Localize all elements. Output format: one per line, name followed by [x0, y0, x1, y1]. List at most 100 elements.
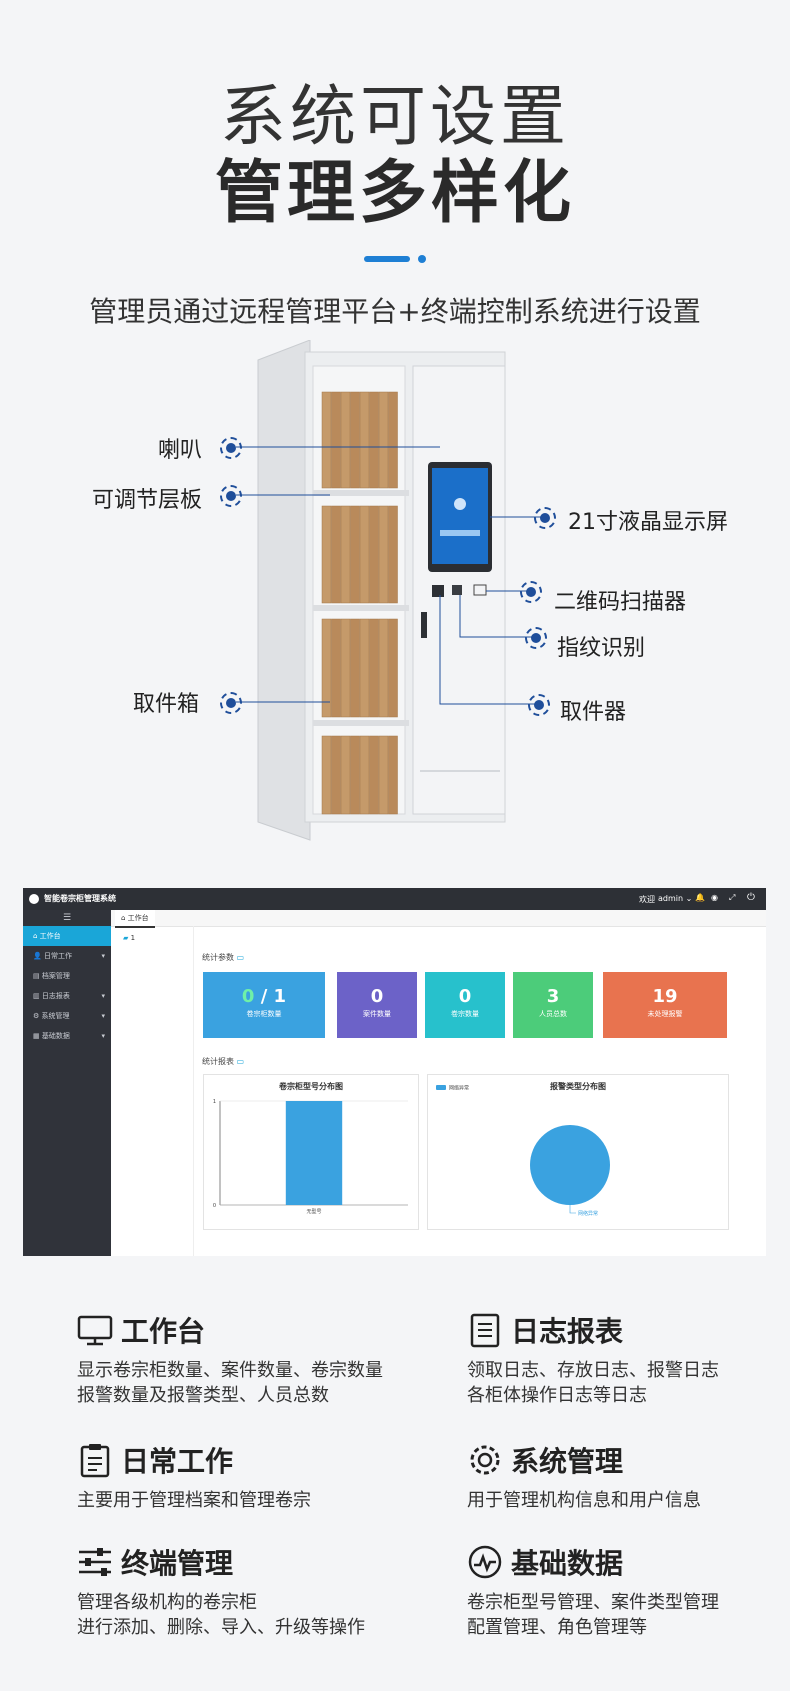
- feature-description-line: 配置管理、角色管理等: [467, 1617, 647, 1638]
- bar-chart-title: 卷宗柜型号分布图: [279, 1082, 343, 1091]
- user-name: admin: [658, 894, 684, 903]
- fullscreen-icon[interactable]: ⤢: [729, 893, 736, 902]
- chart-icon: ▭: [236, 953, 245, 962]
- stat-value: 0: [337, 986, 417, 1007]
- tab-workbench[interactable]: ⌂ 工作台: [115, 910, 155, 928]
- feature-description: 领取日志、存放日志、报警日志各柜体操作日志等日志: [467, 1358, 719, 1408]
- folder: [340, 735, 351, 815]
- app-title: 智能卷宗柜管理系统: [44, 894, 116, 903]
- sidebar-item-4[interactable]: ⚙ 系统管理▾: [23, 1006, 111, 1026]
- sidebar-item-label: 系统管理: [41, 1012, 70, 1020]
- slice-leader-line: [569, 1205, 576, 1214]
- stat-label: 案件数量: [363, 1010, 391, 1018]
- folder: [350, 391, 360, 489]
- pulse-icon: [468, 1545, 502, 1579]
- app-logo-icon: [29, 894, 39, 904]
- marker-shelf: [220, 485, 242, 507]
- report-title: 统计报表 ▭: [202, 1057, 245, 1066]
- folder: [331, 505, 341, 604]
- marker-box: [220, 692, 242, 714]
- feature-title: 终端管理: [121, 1547, 234, 1580]
- sidebar-item-2[interactable]: ▤ 档案管理: [23, 966, 111, 986]
- pie-chart-panel: 报警类型分布图 网络异常网络异常: [427, 1074, 729, 1230]
- folder: [378, 735, 389, 815]
- sidebar-item-1[interactable]: 👤 日常工作▾: [23, 946, 111, 966]
- folder: [331, 735, 341, 815]
- sidebar-item-label: 基础数据: [41, 1032, 70, 1040]
- power-icon[interactable]: ⏻: [747, 892, 755, 903]
- file-folders: [321, 391, 398, 815]
- marker-screen: [534, 507, 556, 529]
- stat-label: 未处理报警: [647, 1010, 683, 1018]
- feature-title: 日常工作: [121, 1445, 234, 1478]
- stat-label: 人员总数: [539, 1010, 567, 1018]
- stat-card[interactable]: 3 人员总数: [513, 972, 593, 1038]
- user-menu[interactable]: admin ⌄: [658, 894, 692, 903]
- y-tick-label: 1: [213, 1099, 216, 1105]
- palette-icon[interactable]: ◉: [711, 893, 718, 902]
- menu-toggle-icon[interactable]: ☰: [62, 913, 72, 923]
- hero-title-line2: 管理多样化: [214, 154, 575, 233]
- database-icon: ▦: [33, 1032, 42, 1040]
- feature-description: 用于管理机构信息和用户信息: [467, 1488, 701, 1513]
- sidebar-item-label: 日志报表: [41, 992, 70, 1000]
- stat-value-main: 3: [546, 986, 560, 1007]
- tree-item[interactable]: ▰ 1: [123, 934, 135, 942]
- hero-title-line1: 系统可设置: [220, 78, 570, 155]
- stat-value: 3: [513, 986, 593, 1007]
- sidebar-item-label: 工作台: [39, 932, 61, 940]
- folder: [388, 618, 398, 718]
- bar[interactable]: [285, 1101, 343, 1205]
- feature-title: 日志报表: [511, 1315, 624, 1348]
- feature-description-line: 各柜体操作日志等日志: [467, 1385, 647, 1406]
- marker-qr: [520, 581, 542, 603]
- feature-title: 系统管理: [511, 1445, 624, 1478]
- folder-icon: ▰: [123, 934, 129, 942]
- folder: [321, 505, 332, 604]
- chevron-down-icon: ▾: [101, 1012, 105, 1020]
- admin-app-window: 智能卷宗柜管理系统 欢迎 admin ⌄ 🔔 ◉ ⤢ ⏻ ☰ ⌂ 工作台👤 日常…: [23, 888, 766, 1256]
- stat-value-main: 0: [458, 986, 472, 1007]
- folder: [321, 618, 332, 718]
- legend-label: 网络异常: [449, 1085, 469, 1092]
- hero-subtitle: 管理员通过远程管理平台+终端控制系统进行设置: [89, 295, 701, 328]
- feature-description: 主要用于管理档案和管理卷宗: [77, 1488, 311, 1513]
- label-screen: 21寸液晶显示屏: [568, 510, 728, 535]
- bell-icon[interactable]: 🔔: [695, 893, 705, 902]
- folder: [350, 618, 360, 718]
- stat-value: 19: [603, 986, 727, 1007]
- label-shelf: 可调节层板: [92, 488, 203, 513]
- pie-slice[interactable]: [530, 1125, 610, 1205]
- sidebar-item-5[interactable]: ▦ 基础数据 ▾: [23, 1026, 111, 1046]
- tab-workbench-label: 工作台: [127, 914, 149, 922]
- sidebar-menu: ⌂ 工作台👤 日常工作▾▤ 档案管理▥ 日志报表▾⚙ 系统管理▾▦ 基础数据▾: [23, 926, 111, 1046]
- marker-fingerprint: [525, 627, 547, 649]
- tree-item-label: 1: [130, 934, 136, 942]
- chevron-down-icon: ▾: [101, 1032, 105, 1040]
- sidebar-item-0[interactable]: ⌂ 工作台: [23, 926, 111, 946]
- stat-card[interactable]: 0 案件数量: [337, 972, 417, 1038]
- folder: [369, 735, 379, 815]
- folder: [359, 391, 370, 489]
- label-qr: 二维码扫描器: [554, 590, 687, 615]
- folder: [350, 735, 360, 815]
- accent-bar: [364, 256, 410, 262]
- label-fingerprint: 指纹识别: [557, 636, 646, 661]
- feature-description-line: 卷宗柜型号管理、案件类型管理: [467, 1592, 719, 1613]
- folder: [378, 618, 389, 718]
- sidebar-item-3[interactable]: ▥ 日志报表▾: [23, 986, 111, 1006]
- folder: [369, 618, 379, 718]
- x-tick-label: 无型号: [306, 1208, 321, 1215]
- folder: [340, 505, 351, 604]
- stat-value-main: 0: [241, 986, 255, 1007]
- feature-description-line: 管理各级机构的卷宗柜: [77, 1592, 257, 1613]
- stat-value: 0 / 1: [203, 986, 325, 1007]
- log-report-icon: [470, 1313, 500, 1348]
- stat-card[interactable]: 19 未处理报警: [603, 972, 727, 1038]
- folder: [321, 391, 332, 489]
- legend-swatch[interactable]: [436, 1085, 446, 1090]
